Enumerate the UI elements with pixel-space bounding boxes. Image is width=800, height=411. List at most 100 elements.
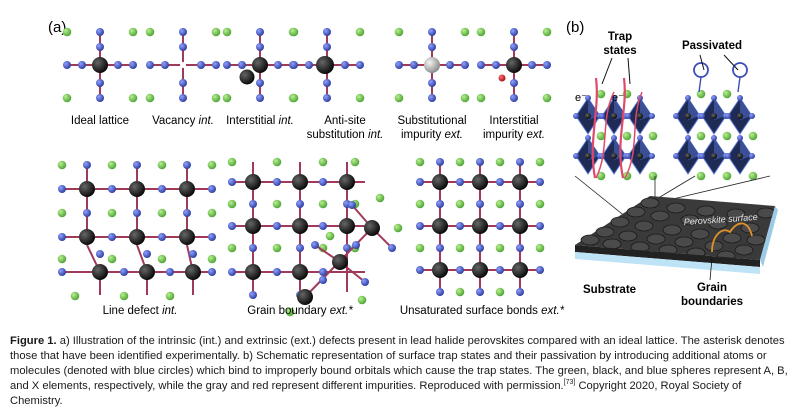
- x-atom: [273, 178, 281, 186]
- trap-label-2: states: [603, 45, 636, 57]
- x-atom: [158, 233, 166, 241]
- x-atom: [673, 153, 679, 159]
- grain: [708, 218, 728, 230]
- x-atom: [179, 79, 187, 87]
- x-atom: [749, 153, 755, 159]
- label-interstitial-impurity-2: impurity ext.: [483, 129, 545, 141]
- a-atom: [227, 157, 237, 167]
- x-atom: [711, 135, 717, 141]
- x-atom: [208, 185, 216, 193]
- x-atom: [58, 233, 66, 241]
- x-atom: [428, 94, 436, 102]
- a-atom: [696, 89, 706, 99]
- a-atom: [355, 27, 365, 37]
- octa-face: [588, 98, 600, 120]
- octa-face: [740, 138, 752, 160]
- electron-path-4: [624, 91, 643, 179]
- x-atom: [348, 201, 356, 209]
- a-atom: [70, 291, 80, 301]
- b-atom: [611, 113, 617, 119]
- x-atom: [361, 278, 369, 286]
- bottom-row-labels: Line defect int. Grain boundary ext.* Un…: [103, 305, 565, 317]
- x-atom: [179, 43, 187, 51]
- x-atom: [296, 244, 304, 252]
- x-atom: [311, 241, 319, 249]
- a-atom: [207, 254, 217, 264]
- grain: [580, 234, 600, 246]
- a-atom: [375, 193, 385, 203]
- a-atom: [57, 208, 67, 218]
- x-atom: [395, 61, 403, 69]
- x-atom: [249, 244, 257, 252]
- a-atom: [596, 171, 606, 181]
- x-atom: [83, 161, 91, 169]
- x-atom: [108, 233, 116, 241]
- b-atom: [239, 69, 255, 85]
- x-atom: [143, 250, 151, 258]
- a-atom: [455, 199, 465, 209]
- a-atom: [272, 243, 282, 253]
- x-atom: [573, 113, 579, 119]
- x-atom: [416, 222, 424, 230]
- a-atom: [535, 243, 545, 253]
- b-atom: [711, 153, 717, 159]
- b-atom: [611, 153, 617, 159]
- x-atom: [183, 161, 191, 169]
- x-atom: [323, 94, 331, 102]
- a-atom: [318, 199, 328, 209]
- x-atom: [516, 158, 524, 166]
- b-atom: [92, 264, 108, 280]
- b-atom: [737, 153, 743, 159]
- x-atom: [649, 113, 655, 119]
- b-atom: [506, 57, 522, 73]
- grain: [674, 236, 694, 248]
- label-unsaturated: Unsaturated surface bonds ext.*: [400, 305, 565, 317]
- grain: [650, 210, 670, 222]
- a-atom: [696, 171, 706, 181]
- x-atom: [410, 61, 418, 69]
- a-atom: [62, 93, 72, 103]
- a-atom: [696, 131, 706, 141]
- x-atom: [446, 61, 454, 69]
- x-atom: [323, 79, 331, 87]
- a-atom: [285, 307, 295, 317]
- a-atom: [128, 93, 138, 103]
- x-atom: [436, 158, 444, 166]
- b-atom: [472, 218, 488, 234]
- x-atom: [699, 153, 705, 159]
- a-atom: [211, 93, 221, 103]
- electron-label-1: e⁻: [575, 92, 587, 104]
- passivated-label: Passivated: [682, 40, 742, 52]
- b-atom: [245, 174, 261, 190]
- x-atom: [456, 222, 464, 230]
- octa-face: [740, 98, 752, 120]
- b-atom: [512, 174, 528, 190]
- grain-label-2: boundaries: [681, 296, 743, 308]
- x-atom: [146, 61, 154, 69]
- a-atom: [318, 157, 328, 167]
- a-atom: [476, 93, 486, 103]
- b-atom: [179, 229, 195, 245]
- a-atom: [748, 131, 758, 141]
- a-atom: [495, 243, 505, 253]
- octa-face: [714, 138, 726, 160]
- a-atom: [535, 157, 545, 167]
- x-atom: [516, 200, 524, 208]
- x-atom: [456, 178, 464, 186]
- x-atom: [96, 94, 104, 102]
- x-atom: [78, 61, 86, 69]
- x-atom: [536, 266, 544, 274]
- a-atom: [227, 243, 237, 253]
- x-atom: [428, 79, 436, 87]
- x-atom: [290, 61, 298, 69]
- label-interstitial: Interstitial int.: [226, 115, 294, 127]
- x-atom: [725, 153, 731, 159]
- grain: [634, 220, 654, 232]
- panel-b-illustration: e⁻ e⁻ Trap states Passivated Perovskite …: [573, 31, 778, 308]
- top-row-labels: Ideal lattice Vacancy int. Interstitial …: [71, 115, 545, 141]
- grain: [680, 214, 700, 226]
- x-atom: [96, 43, 104, 51]
- a-atom: [596, 89, 606, 99]
- x-atom: [543, 61, 551, 69]
- a-atom: [622, 171, 632, 181]
